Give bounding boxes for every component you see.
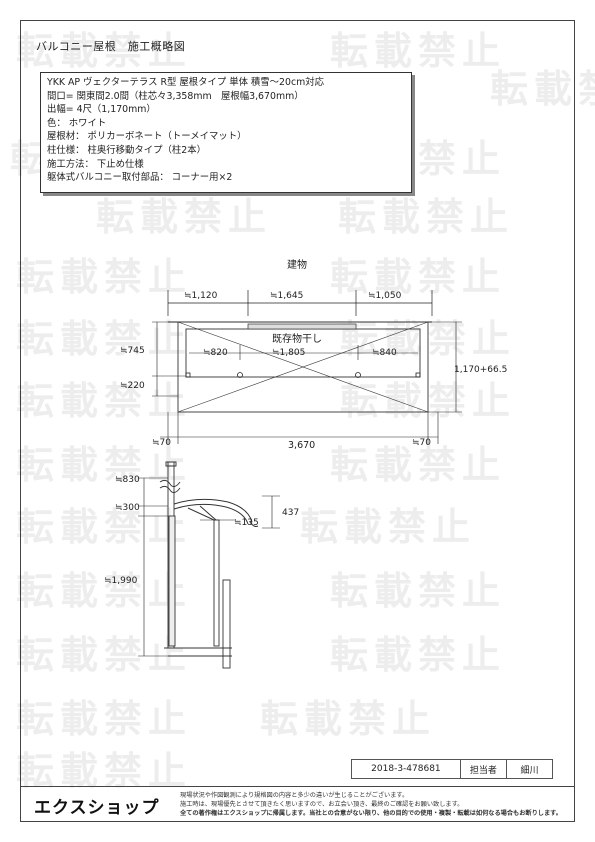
dim-inner-right: ≒840 xyxy=(372,348,397,358)
dim-left-upper: ≒745 xyxy=(120,346,145,356)
dim-437: 437 xyxy=(282,508,299,518)
post-markers xyxy=(185,372,421,378)
dim-left-lower: ≒220 xyxy=(120,381,145,391)
dim-1990: ≒1,990 xyxy=(104,576,138,586)
drawing-number: 2018-3-478681 xyxy=(352,760,461,778)
dim-top-center: ≒1,645 xyxy=(270,291,303,301)
footer-note: 現場状況や作図観測により規格図の内容と多少の違いが生じることがございます。 xyxy=(180,792,409,799)
spec-parts: 躯体式バルコニー取付部品： コーナー用×2 xyxy=(47,172,233,184)
plan-left-dimensions xyxy=(152,321,186,397)
stamp-row: 2018-3-478681 担当者 細川 xyxy=(351,759,553,779)
drawing-frame xyxy=(20,20,575,822)
spec-width: 間口= 関東間2.0間（柱芯々3,358mm 屋根幅3,670mm） xyxy=(47,90,304,102)
footer-note: 施工時は、現場優先とさせて頂きたく思いますので、お立会い頂き、最終のご確認をお願… xyxy=(180,801,464,808)
spec-roof-material: 屋根材： ポリカーボネート（トーメイマット） xyxy=(47,131,247,143)
section-dimensions xyxy=(138,477,280,657)
plan-right-dimension xyxy=(428,321,462,413)
section-wall xyxy=(159,461,232,669)
page-title: バルコニー屋根 施工概略図 xyxy=(36,40,186,53)
dim-inner-left: ≒820 xyxy=(203,348,228,358)
dim-bottom-right: ≒70 xyxy=(412,438,431,448)
dim-bottom-left: ≒70 xyxy=(152,438,171,448)
dim-135: ≒135 xyxy=(234,518,259,528)
dim-top-left: ≒1,120 xyxy=(184,291,218,301)
plan-inner-dimensions xyxy=(189,345,418,360)
dim-830: ≒830 xyxy=(115,475,140,485)
spec-product: YKK AP ヴェクターテラス R型 屋根タイプ 単体 積雪〜20cm対応 xyxy=(47,77,325,88)
staff-label: 担当者 xyxy=(461,760,507,778)
footer: エクスショップ 現場状況や作図観測により規格図の内容と多少の違いが生じることがご… xyxy=(20,786,575,822)
footer-notes: 現場状況や作図観測により規格図の内容と多少の違いが生じることがございます。 施工… xyxy=(180,791,562,818)
existing-label: 既存物干し xyxy=(272,332,322,345)
spec-color: 色： ホワイト xyxy=(47,117,107,129)
footer-note: 全ての著作権はエクスショップに帰属します。当社との合意がない限り、他の目的での使… xyxy=(180,810,562,817)
dim-300: ≒300 xyxy=(115,503,140,513)
exshop-logo: エクスショップ xyxy=(34,798,160,818)
building-label: 建物 xyxy=(287,258,307,271)
plan-bottom-dimensions xyxy=(160,412,439,444)
dim-inner-center: ≒1,805 xyxy=(272,348,305,358)
dim-top-right: ≒1,050 xyxy=(368,291,402,301)
spec-depth: 出幅= 4尺（1,170mm） xyxy=(47,104,156,116)
spec-box: YKK AP ヴェクターテラス R型 屋根タイプ 単体 積雪〜20cm対応 間口… xyxy=(40,72,412,193)
roof-outline xyxy=(177,321,429,413)
existing-drying-rack xyxy=(247,323,357,330)
spec-post: 柱仕様： 柱奥行移動タイプ（柱2本） xyxy=(47,144,206,156)
dim-right: 1,170+66.5 xyxy=(454,365,507,375)
plan-top-dimensions xyxy=(167,290,433,316)
spec-method: 施工方法： 下止め仕様 xyxy=(47,158,144,170)
section-roof xyxy=(173,498,259,527)
staff-name: 細川 xyxy=(520,765,539,776)
dim-bottom: 3,670 xyxy=(288,440,315,451)
